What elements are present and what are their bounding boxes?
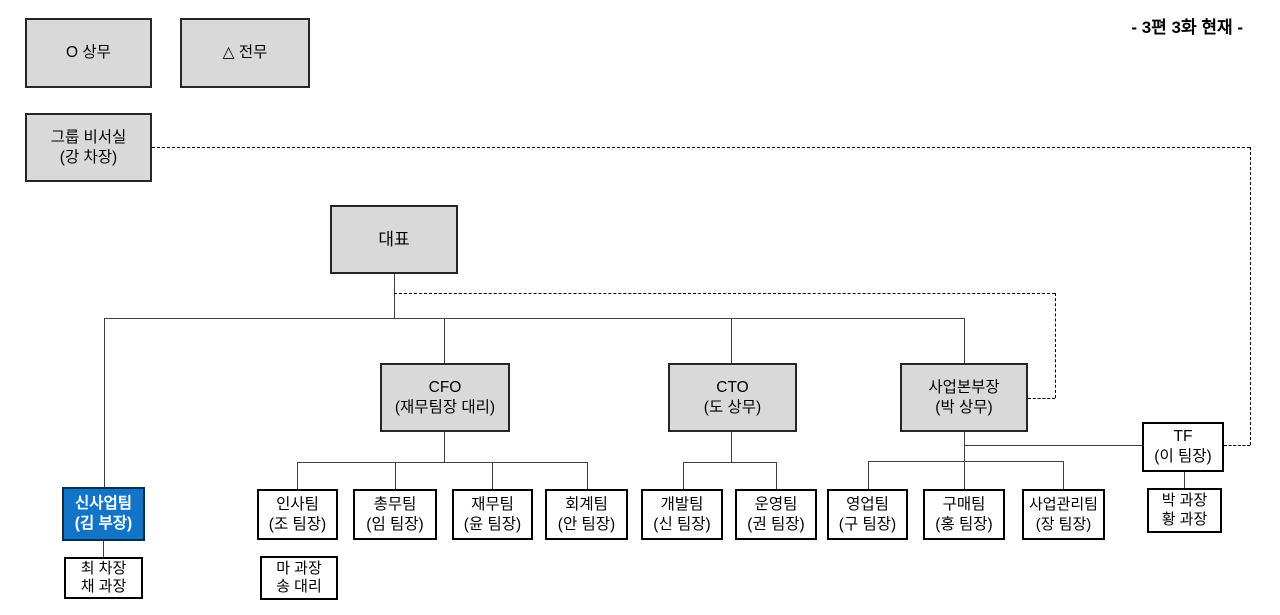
node-group-secretary-title: 그룹 비서실 — [50, 128, 127, 146]
connector-biz-head-stem — [964, 432, 965, 489]
legend-sangmu: O 상무 — [25, 18, 152, 88]
node-ops-team-person: (권 팀장) — [747, 515, 805, 533]
node-new-business-members-line2: 채 과장 — [80, 578, 127, 595]
node-hr-members-line1: 마 과장 — [276, 559, 322, 577]
node-purchasing-team-person: (홍 팀장) — [935, 515, 993, 533]
node-dev-team: 개발팀 (신 팀장) — [641, 489, 723, 540]
connector-cfo-rail — [297, 462, 587, 463]
node-general-affairs-team-title: 총무팀 — [373, 495, 417, 513]
node-ops-team: 운영팀 (권 팀장) — [735, 489, 817, 540]
dashed-ceo-biz-head-link — [1028, 398, 1055, 399]
node-accounting-team: 회계팀 (안 팀장) — [545, 489, 628, 540]
connector-hr-stub — [297, 462, 298, 489]
node-hr-team-title: 인사팀 — [276, 495, 319, 513]
connector-tf-members-drop — [1184, 472, 1185, 488]
node-sales-team-title: 영업팀 — [846, 495, 889, 513]
node-cfo: CFO (재무팀장 대리) — [380, 363, 510, 432]
connector-new-business-members-drop — [103, 541, 104, 557]
node-ceo: 대표 — [330, 205, 458, 274]
connector-ops-stub — [776, 462, 777, 489]
node-new-business-members-line1: 최 차장 — [80, 559, 127, 577]
node-biz-division-head-person: (박 상무) — [935, 398, 993, 416]
node-finance-team-person: (윤 팀장) — [463, 515, 522, 533]
connector-tf-link — [964, 445, 1142, 446]
node-finance-team: 재무팀 (윤 팀장) — [452, 489, 533, 540]
node-new-business-team: 신사업팀 (김 부장) — [62, 487, 145, 541]
node-cfo-person: (재무팀장 대리) — [394, 398, 496, 416]
connector-cfo-stem — [444, 432, 445, 462]
node-dev-team-person: (신 팀장) — [653, 515, 711, 533]
connector-new-business-drop — [104, 318, 105, 487]
node-accounting-team-person: (안 팀장) — [557, 515, 616, 533]
node-cto: CTO (도 상무) — [668, 363, 797, 432]
node-ceo-title: 대표 — [378, 229, 410, 249]
connector-finance-stub — [492, 462, 493, 489]
node-tf-person: (이 팀장) — [1154, 448, 1212, 465]
node-tf-title: TF — [1173, 428, 1193, 446]
dashed-secretary-drop — [1250, 147, 1251, 445]
node-tf-members-line2: 황 과장 — [1161, 510, 1208, 528]
legend-jeonmu-label: △ 전무 — [222, 44, 268, 62]
node-new-business-team-title: 신사업팀 — [74, 495, 133, 513]
legend-sangmu-label: O 상무 — [66, 44, 111, 62]
connector-dev-stub — [683, 462, 684, 489]
node-biz-mgmt-team: 사업관리팀 (장 팀장) — [1022, 489, 1105, 540]
node-group-secretary: 그룹 비서실 (강 차장) — [25, 113, 152, 182]
connector-cto-stem — [731, 432, 732, 462]
node-sales-team-person: (구 팀장) — [838, 515, 897, 533]
connector-cto-rail — [683, 462, 776, 463]
node-biz-division-head: 사업본부장 (박 상무) — [900, 363, 1028, 432]
connector-main-rail — [104, 318, 965, 319]
node-hr-members: 마 과장 송 대리 — [260, 556, 338, 600]
node-general-affairs-team: 총무팀 (임 팀장) — [353, 489, 437, 540]
node-group-secretary-person: (강 차장) — [59, 148, 118, 166]
connector-cfo-drop — [444, 318, 445, 363]
node-tf-members-line1: 박 과장 — [1161, 492, 1208, 510]
node-hr-members-line2: 송 대리 — [276, 578, 322, 595]
node-new-business-team-person: (김 부장) — [74, 515, 133, 532]
connector-biz-mgmt-stub — [1063, 461, 1064, 489]
episode-label: - 3편 3화 현재 - — [1131, 18, 1243, 37]
node-purchasing-team: 구매팀 (홍 팀장) — [923, 489, 1005, 540]
node-cfo-title: CFO — [428, 378, 462, 396]
node-ops-team-title: 운영팀 — [754, 495, 798, 513]
legend-jeonmu: △ 전무 — [180, 18, 310, 88]
node-finance-team-title: 재무팀 — [471, 495, 514, 513]
dashed-secretary-rail — [152, 147, 1250, 148]
connector-biz-rail — [868, 461, 1063, 462]
node-purchasing-team-title: 구매팀 — [942, 495, 986, 513]
node-sales-team: 영업팀 (구 팀장) — [827, 489, 908, 540]
node-general-affairs-team-person: (임 팀장) — [366, 515, 424, 533]
node-hr-team-person: (조 팀장) — [268, 515, 327, 533]
node-cto-title: CTO — [716, 378, 749, 396]
node-tf: TF (이 팀장) — [1142, 422, 1224, 472]
dashed-secretary-tf-link — [1224, 445, 1250, 446]
dashed-ceo-drop — [1055, 293, 1056, 398]
connector-general-affairs-stub — [395, 462, 396, 489]
connector-sales-stub — [868, 461, 869, 489]
node-tf-members: 박 과장 황 과장 — [1147, 488, 1222, 533]
connector-ceo-drop — [394, 274, 395, 318]
node-accounting-team-title: 회계팀 — [565, 495, 608, 513]
node-biz-mgmt-team-title: 사업관리팀 — [1028, 496, 1098, 514]
connector-biz-head-drop — [964, 318, 965, 363]
node-new-business-members: 최 차장 채 과장 — [64, 557, 143, 599]
node-hr-team: 인사팀 (조 팀장) — [257, 489, 338, 540]
node-dev-team-title: 개발팀 — [660, 495, 704, 513]
connector-cto-drop — [731, 318, 732, 363]
dashed-ceo-rail — [394, 293, 1055, 294]
node-cto-person: (도 상무) — [703, 398, 762, 416]
node-biz-mgmt-team-person: (장 팀장) — [1035, 515, 1092, 533]
node-biz-division-head-title: 사업본부장 — [928, 378, 1000, 396]
connector-accounting-stub — [587, 462, 588, 489]
